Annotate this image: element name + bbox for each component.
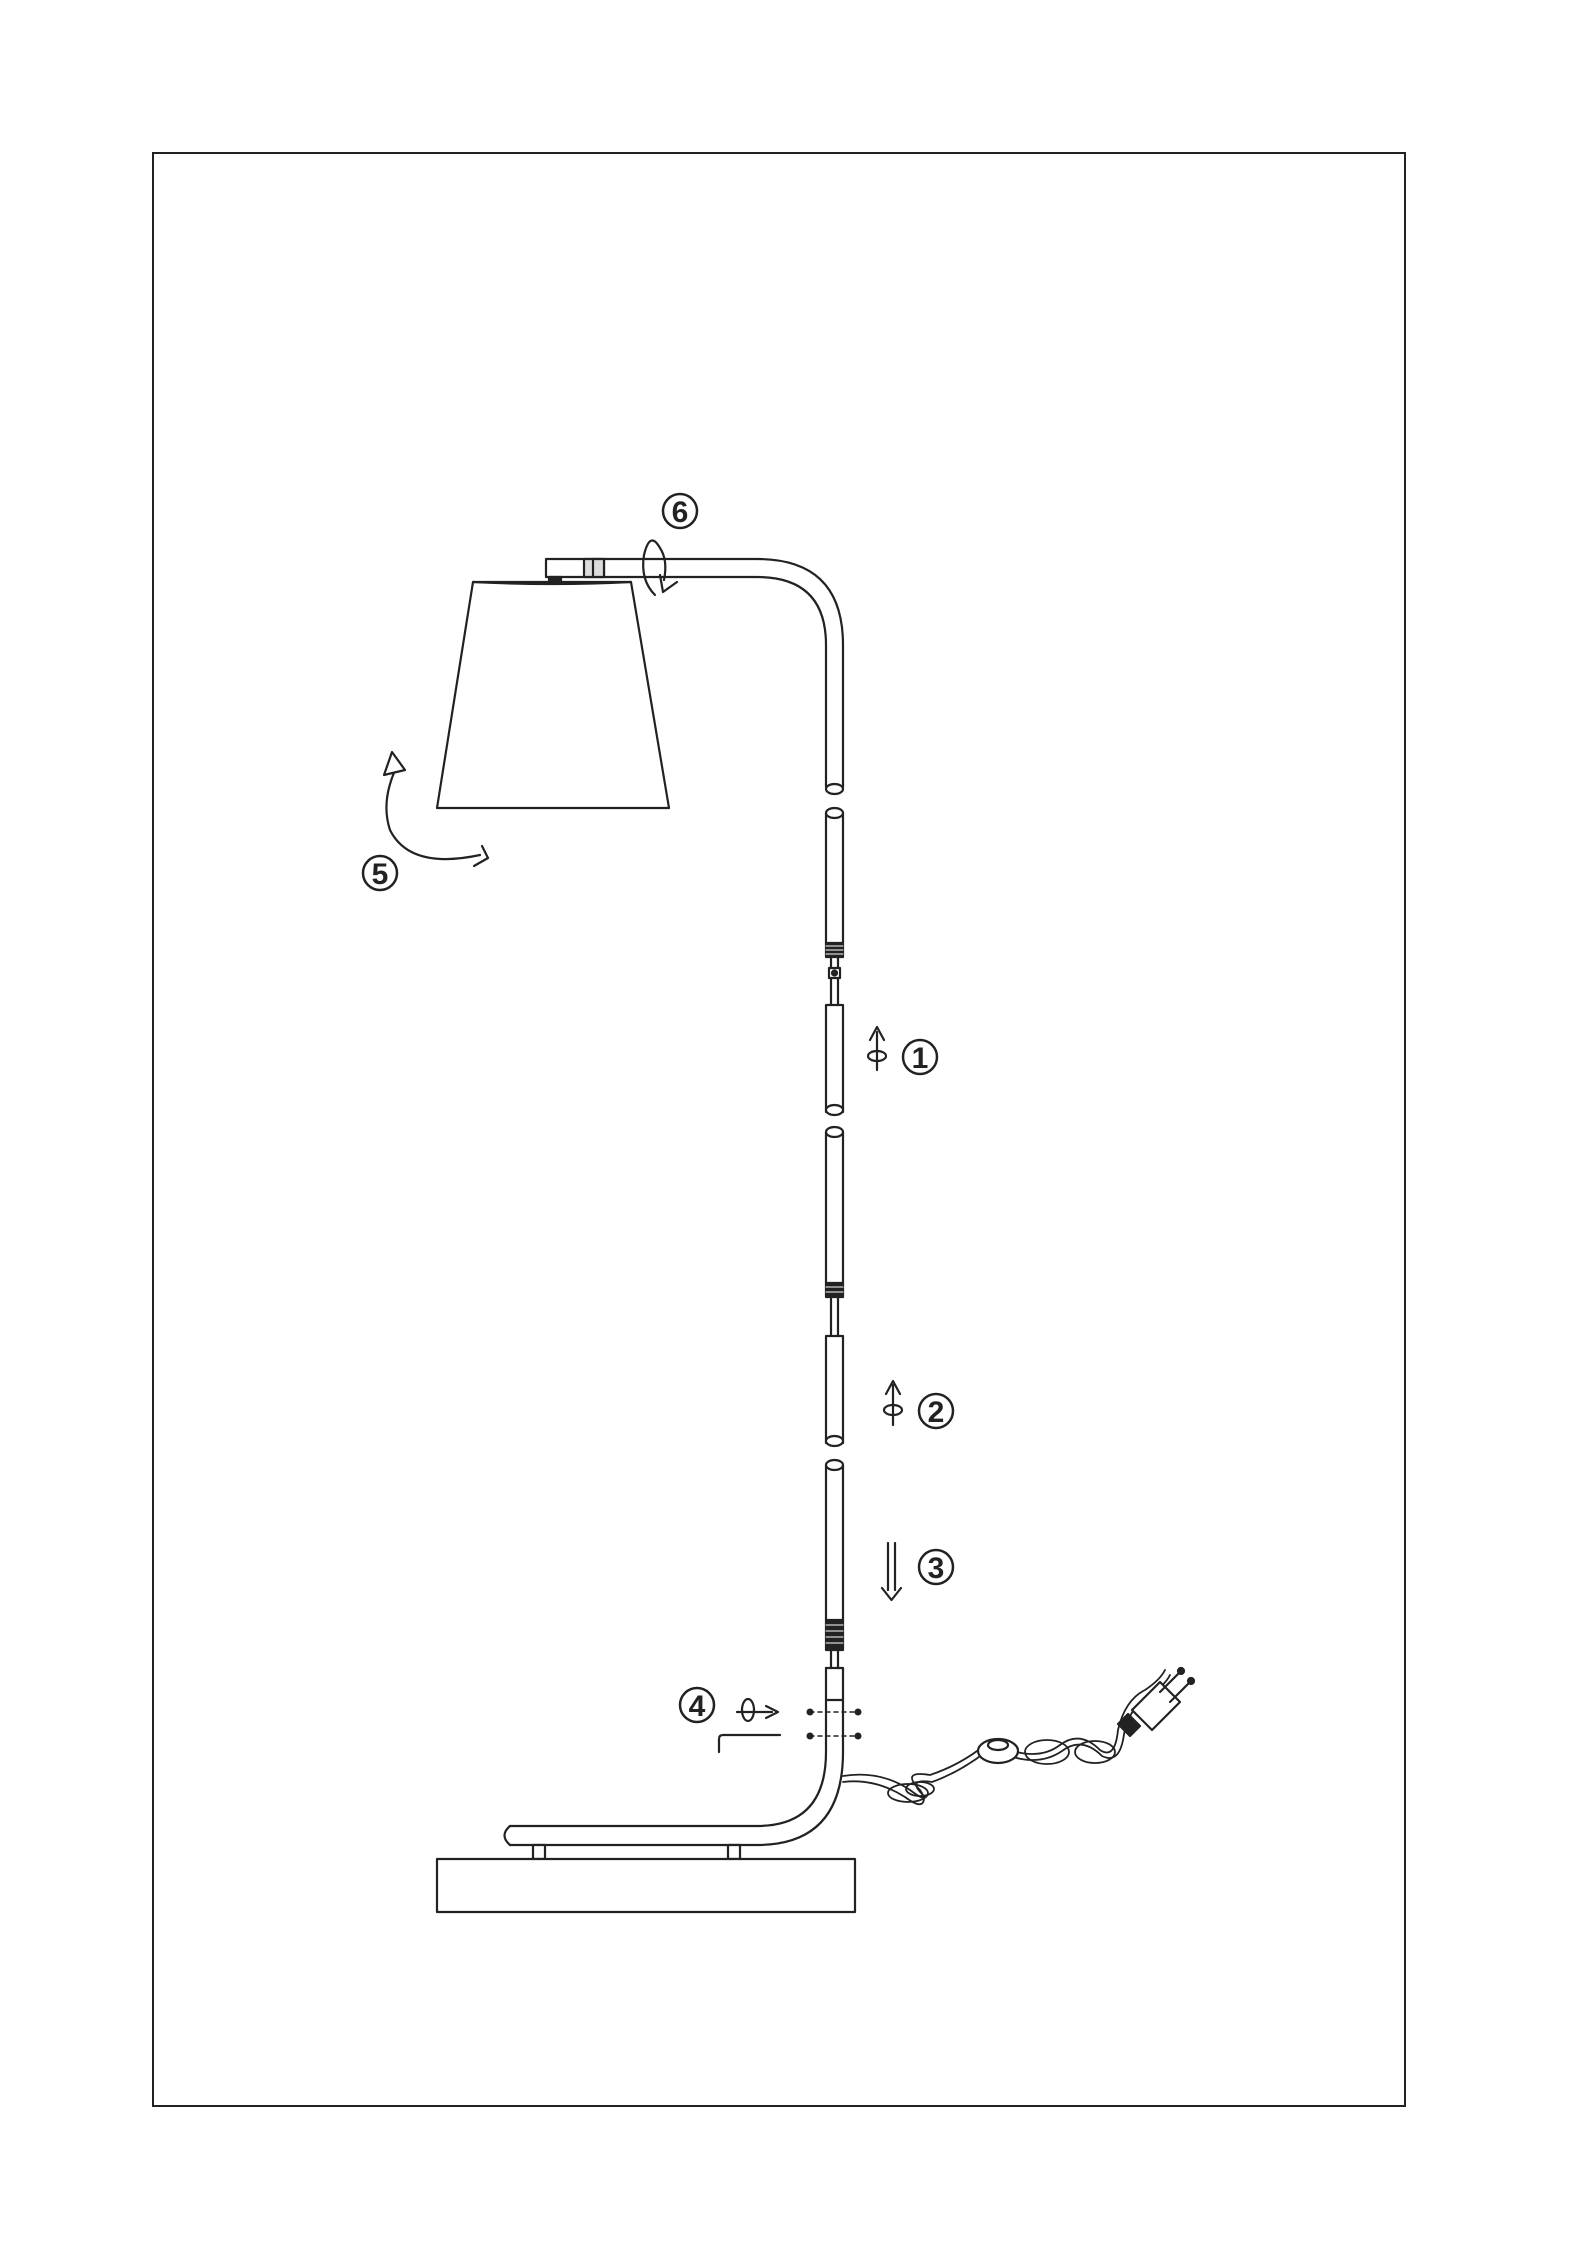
power-cord [843, 1670, 1170, 1804]
tube-segment-1 [826, 808, 843, 1005]
base-plate [437, 1845, 855, 1912]
lamp-shade [437, 582, 669, 808]
inline-switch [978, 1739, 1018, 1763]
base-arm [505, 1668, 844, 1845]
tube-segment-3 [826, 1127, 843, 1336]
step-label-5: 5 [372, 858, 389, 891]
step-label-6: 6 [672, 496, 689, 529]
tube-segment-5 [826, 1460, 843, 1668]
rotate-arrow-6 [643, 494, 697, 595]
step-label-1: 1 [912, 1042, 929, 1075]
tube-segment-2 [826, 1005, 843, 1115]
step-label-2: 2 [928, 1396, 945, 1429]
step-label-3: 3 [928, 1552, 945, 1585]
allen-key [719, 1735, 780, 1752]
tube-segment-4 [826, 1336, 843, 1446]
screw-hole-guides [810, 1712, 858, 1736]
step-label-4: 4 [689, 1690, 706, 1723]
screw-holes [807, 1709, 862, 1740]
shade-holder [546, 559, 604, 582]
